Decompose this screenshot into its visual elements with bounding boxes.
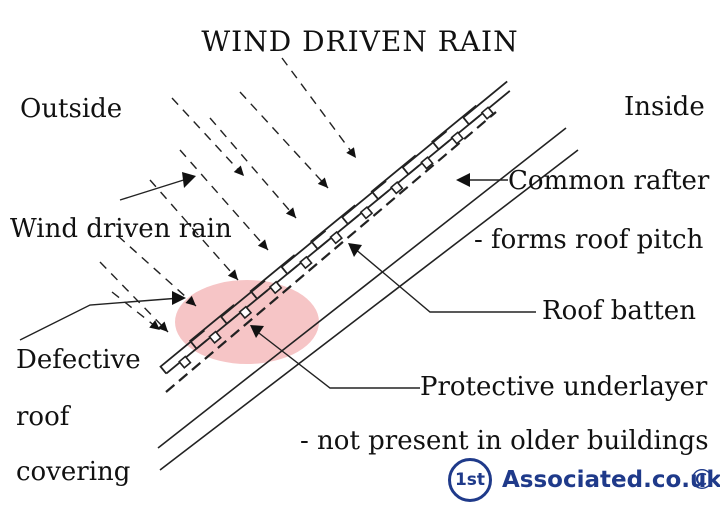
older-buildings-label: - not present in older buildings bbox=[300, 426, 709, 456]
tile-course bbox=[340, 180, 387, 225]
batten bbox=[420, 156, 434, 170]
batten bbox=[299, 255, 313, 270]
batten bbox=[359, 205, 374, 220]
tile-course bbox=[462, 80, 508, 126]
tile-course bbox=[310, 204, 356, 250]
rain-streak bbox=[117, 235, 197, 307]
tile-course bbox=[188, 304, 235, 350]
tile-course bbox=[280, 230, 327, 275]
batten bbox=[268, 280, 283, 295]
leader-arrowheads bbox=[172, 172, 470, 338]
rain-streak bbox=[239, 91, 329, 189]
roof-label: roof bbox=[16, 402, 70, 432]
rain-streak bbox=[179, 149, 269, 251]
batten bbox=[480, 106, 495, 120]
rain-streak bbox=[111, 291, 161, 331]
tile-course bbox=[159, 329, 206, 375]
tile-course bbox=[249, 254, 296, 300]
common-rafter-label: Common rafter bbox=[508, 166, 710, 196]
batten bbox=[178, 355, 192, 369]
tile-course bbox=[219, 279, 266, 325]
outside-label: Outside bbox=[20, 94, 123, 124]
batten bbox=[389, 181, 404, 195]
brand-name[interactable]: Associated.co.uk bbox=[502, 467, 720, 493]
covering-label: covering bbox=[16, 457, 131, 487]
protective-underlayer-label: Protective underlayer bbox=[420, 372, 708, 402]
batten bbox=[208, 330, 222, 345]
tile-course bbox=[370, 154, 417, 200]
tile-course bbox=[401, 130, 448, 175]
roof-battens bbox=[178, 106, 495, 369]
tile-underside bbox=[468, 90, 511, 126]
rain-arrowhead bbox=[157, 321, 168, 332]
rain-arrowhead bbox=[185, 295, 196, 306]
batten bbox=[329, 230, 343, 245]
roof-tiles bbox=[159, 80, 511, 375]
diagram-title: WIND DRIVEN RAIN bbox=[201, 25, 519, 58]
inside-label: Inside bbox=[624, 92, 705, 122]
rain-arrowhead bbox=[317, 177, 328, 188]
rafter-pitch-label: - forms roof pitch bbox=[474, 225, 704, 255]
rain-arrowhead bbox=[227, 269, 238, 280]
wind-driven-rain-label: Wind driven rain bbox=[10, 214, 232, 244]
rain-arrowhead bbox=[233, 165, 244, 176]
copyright-icon: © bbox=[688, 463, 716, 496]
tile-course bbox=[431, 104, 477, 150]
batten bbox=[238, 305, 253, 320]
batten bbox=[450, 131, 465, 145]
rain-streak bbox=[99, 261, 169, 333]
rain-streak bbox=[149, 179, 239, 281]
rain-arrowhead bbox=[285, 207, 296, 218]
leader-lines bbox=[19, 177, 536, 389]
common-rafter bbox=[157, 127, 579, 471]
rain-arrowhead bbox=[257, 239, 268, 250]
rain-streak bbox=[281, 57, 357, 159]
logo-badge: 1st bbox=[448, 458, 492, 502]
rain-streak bbox=[209, 117, 297, 219]
rain-arrowhead bbox=[149, 320, 160, 330]
protective-underlayer bbox=[165, 111, 497, 393]
rain-streak bbox=[171, 97, 245, 177]
rain-arrowhead bbox=[346, 147, 356, 158]
rain-arrows bbox=[99, 57, 357, 333]
roof-batten-label: Roof batten bbox=[542, 296, 696, 326]
defective-label: Defective bbox=[16, 345, 141, 375]
brand-logo[interactable]: 1st Associated.co.uk bbox=[448, 458, 720, 502]
